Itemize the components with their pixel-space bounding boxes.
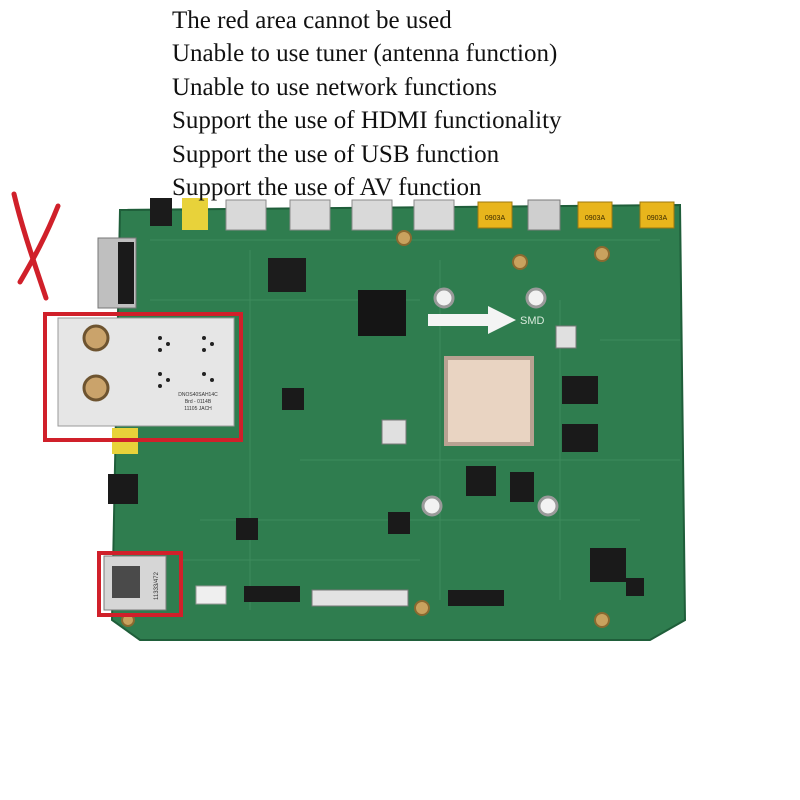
side-headphone-jack	[108, 474, 138, 504]
mounting-holes	[421, 287, 559, 517]
antenna-connector-1	[82, 324, 110, 352]
chip-small-4	[555, 325, 577, 349]
chip-main	[358, 290, 406, 336]
chip-small-2	[282, 388, 304, 410]
ffc-connector-left	[244, 586, 300, 602]
hdmi-port-3	[351, 199, 393, 231]
white-header	[195, 585, 227, 605]
usb-port-1	[477, 201, 513, 229]
ram-chip-4	[510, 472, 534, 502]
optical-port	[527, 199, 561, 231]
audio-jack	[150, 198, 172, 226]
antenna-connector-2	[82, 374, 110, 402]
smd-arrow-icon	[428, 306, 516, 334]
chip-lower-mid	[388, 512, 410, 534]
lan-port-opening	[112, 566, 140, 598]
tuner-label-line-2: Brd - 0114B	[185, 399, 212, 405]
usb-port-3	[639, 201, 675, 229]
tuner-label-line-3: 11105 JACH	[184, 406, 212, 412]
ram-chip-1	[562, 376, 598, 404]
ram-chip-2	[562, 424, 598, 452]
copper-pads	[121, 230, 610, 628]
usb-label-3: 0903A	[647, 215, 668, 222]
av-connector-yellow	[182, 198, 208, 230]
vga-connector-inner	[118, 242, 134, 304]
hdmi-port-2	[289, 199, 331, 231]
smd-label: SMD	[520, 315, 545, 327]
note-network: Unable to use network functions	[172, 73, 497, 101]
usb-label-1: 0903A	[485, 215, 506, 222]
notes-list: The red area cannot be used Unable to us…	[172, 4, 772, 204]
note-red-area: The red area cannot be used	[172, 7, 452, 34]
lan-label: 11333/472	[154, 571, 160, 600]
chip-lower-right-small	[626, 578, 644, 596]
chip-lower-left	[236, 518, 258, 540]
tuner-holes	[158, 336, 214, 388]
soc-heatspreader	[444, 356, 534, 446]
chip-small-3	[381, 419, 407, 445]
red-area-tuner	[43, 312, 243, 442]
hdmi-port-1	[225, 199, 267, 231]
usb-port-2	[577, 201, 613, 229]
hdmi-port-4	[413, 199, 455, 231]
usb-label-2: 0903A	[585, 215, 606, 222]
note-usb: Support the use of USB function	[172, 140, 500, 168]
tuner-label-line-1: DNOS40SAH14C	[178, 392, 218, 398]
red-area-lan	[97, 551, 183, 617]
ram-chip-3	[466, 466, 496, 496]
chip-lower-right	[590, 548, 626, 582]
lvds-connector	[311, 589, 409, 607]
note-hdmi: Support the use of HDMI functionality	[172, 107, 562, 135]
note-av: Support the use of AV function	[172, 174, 482, 202]
chip-small-1	[268, 258, 306, 292]
note-tuner: Unable to use tuner (antenna function)	[172, 40, 558, 68]
ffc-connector-right	[448, 590, 504, 606]
